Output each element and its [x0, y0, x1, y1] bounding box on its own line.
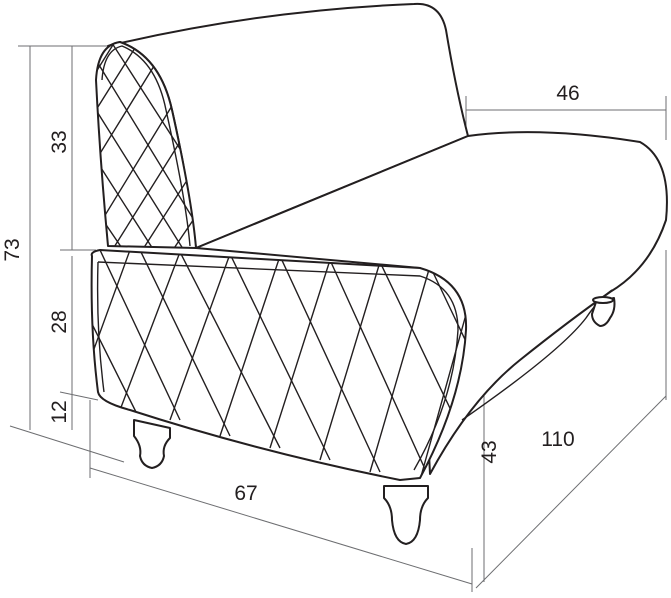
sofa-illustration [90, 2, 668, 545]
dim-seat-height: 43 [478, 440, 501, 463]
dim-seat-depth: 46 [556, 82, 579, 105]
dim-width: 67 [234, 482, 257, 505]
dim-total-height: 73 [1, 238, 24, 261]
front-right-leg [383, 485, 429, 545]
side-back-panel [95, 41, 197, 249]
dim-arm-height: 28 [48, 310, 71, 333]
front-arm-panel [90, 249, 468, 481]
dim-leg-height: 12 [48, 400, 71, 423]
back-panel-quilting [96, 42, 196, 248]
dim-back-height: 33 [48, 130, 71, 153]
back-right-leg [591, 297, 616, 327]
dim-length: 110 [541, 428, 574, 451]
front-left-leg [133, 419, 171, 469]
